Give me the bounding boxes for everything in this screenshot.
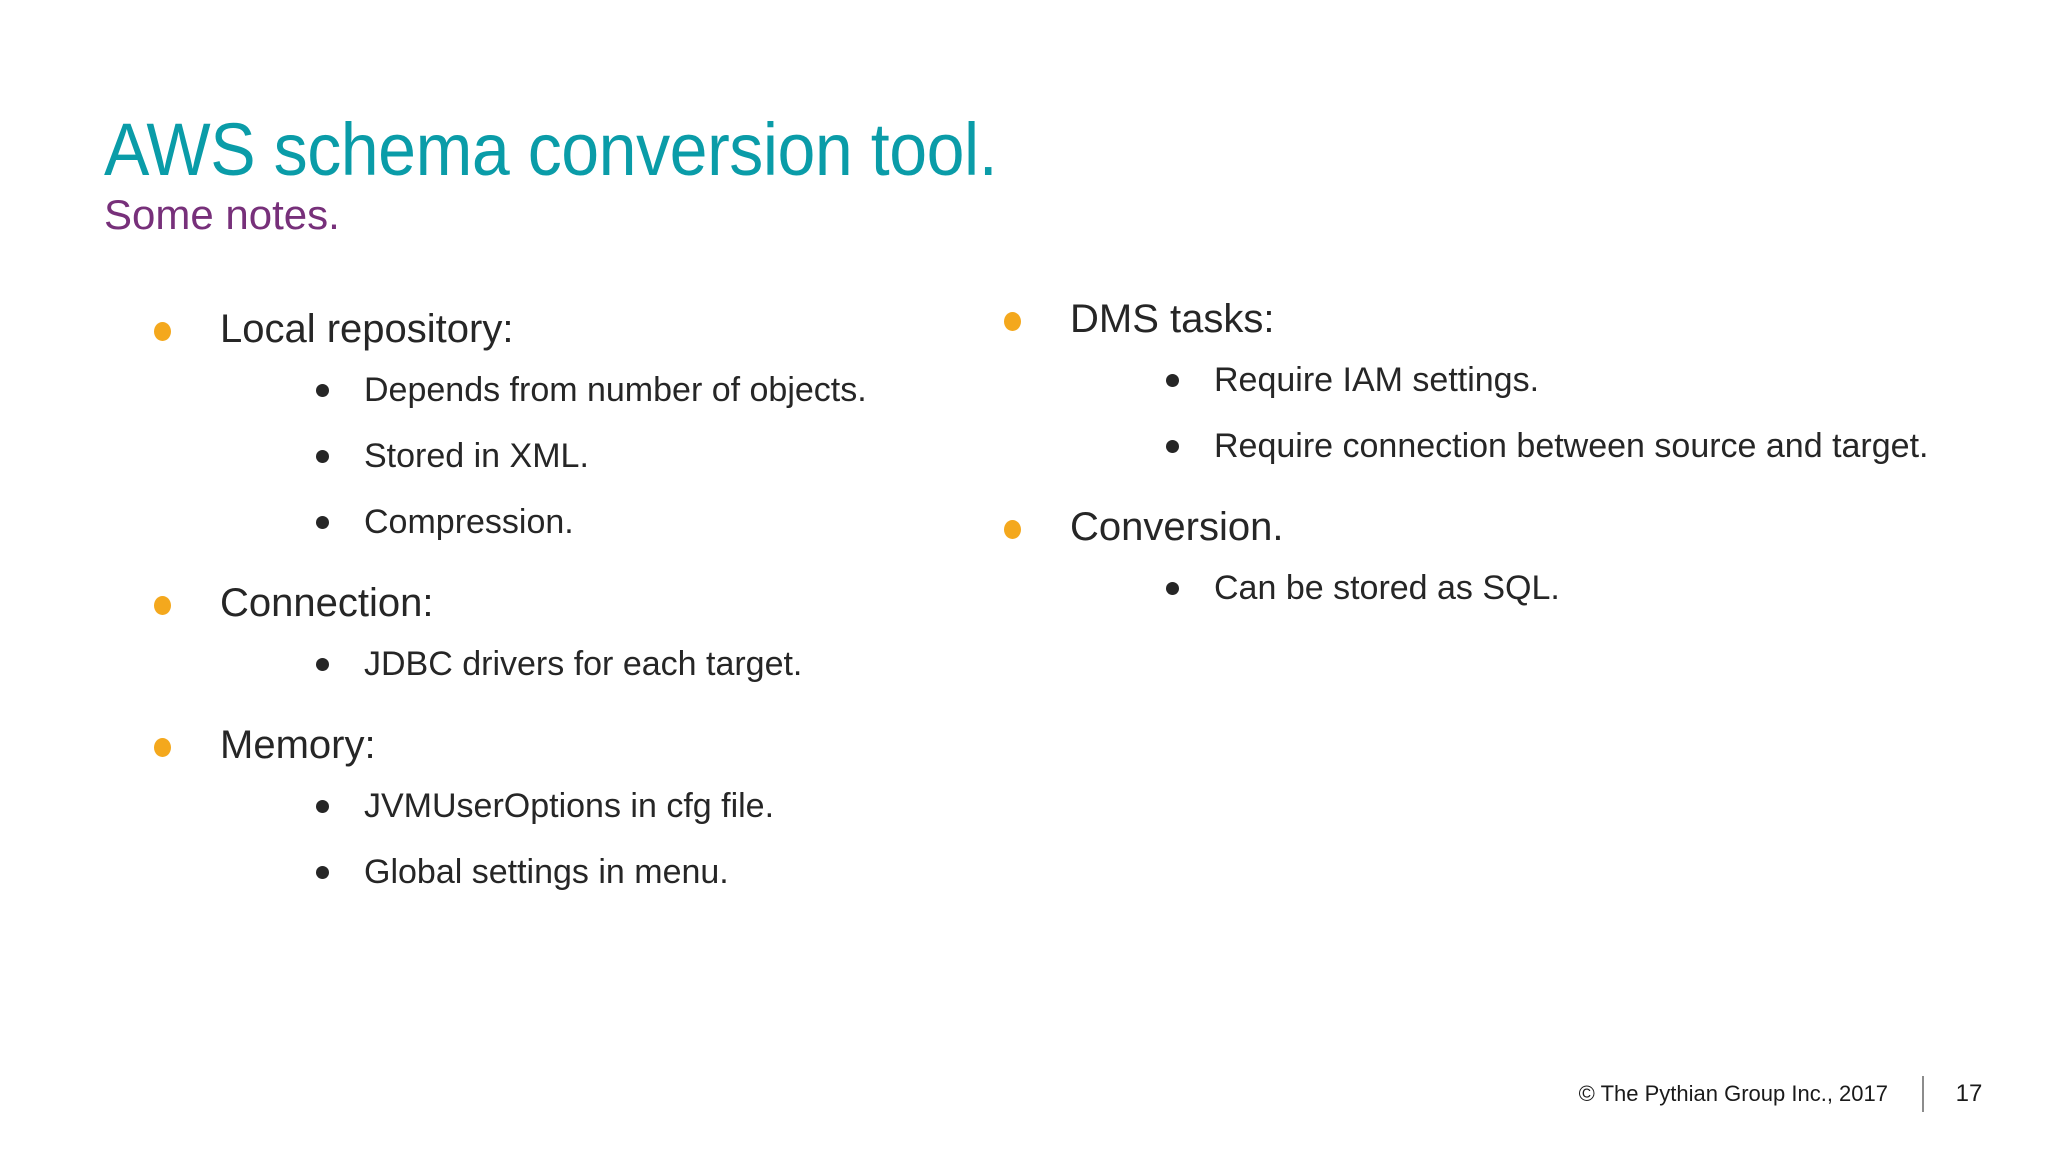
bullet-label: Can be stored as SQL. [1214,569,1560,607]
bullet-dot-icon [154,322,171,341]
bullet-label: Depends from number of objects. [364,371,867,409]
bullet-item-level2: Compression. [316,496,940,548]
bullet-sublist: JVMUserOptions in cfg file. Global settin… [220,780,940,898]
bullet-sublist: Can be stored as SQL. [1070,562,1940,614]
bullet-sublist: JDBC drivers for each target. [220,638,940,690]
bullet-item-level2: Can be stored as SQL. [1166,562,1940,614]
bullet-dot-icon [1004,520,1021,539]
bullet-label: Require IAM settings. [1214,361,1540,399]
bullet-dot-icon [316,866,329,879]
bullet-label: JDBC drivers for each target. [364,645,803,683]
bullet-item-level2: Require IAM settings. [1166,354,1940,406]
copyright-text: © The Pythian Group Inc., 2017 [1578,1081,1888,1106]
bullet-dot-icon [1166,374,1179,387]
bullet-dot-icon [316,450,329,463]
bullet-dot-icon [154,596,171,615]
bullet-item-level1: Local repository: Depends from number of … [140,300,940,548]
bullet-item-level2: JVMUserOptions in cfg file. [316,780,940,832]
bullet-label: Memory: [220,723,376,767]
bullet-item-level2: Depends from number of objects. [316,364,940,416]
bullet-item-level1: Memory: JVMUserOptions in cfg file. Global… [140,716,940,898]
page-number: 17 [1955,1080,1983,1107]
bullet-dot-icon [1166,582,1179,595]
bullet-list-right: DMS tasks: Require IAM settings. Require c… [990,290,1940,614]
bullet-column-left: Local repository: Depends from number of … [0,282,940,914]
bullet-dot-icon [316,384,329,397]
bullet-column-right: DMS tasks: Require IAM settings. Require c… [940,282,1940,630]
bullet-item-level1: DMS tasks: Require IAM settings. Require c… [990,290,1940,472]
bullet-label: Compression. [364,503,574,541]
bullet-dot-icon [316,516,329,529]
bullet-list-left: Local repository: Depends from number of … [140,300,940,898]
bullet-dot-icon [154,738,171,757]
footer-divider [1922,1076,1924,1112]
bullet-item-level1: Connection: JDBC drivers for each target. [140,574,940,690]
bullet-label: JVMUserOptions in cfg file. [364,787,775,825]
bullet-sublist: Require IAM settings. Require connection … [1070,354,1940,472]
bullet-dot-icon [1004,312,1021,331]
bullet-item-level2: Require connection between source and ta… [1166,420,1940,472]
bullet-sublist: Depends from number of objects. Stored in… [220,364,940,548]
bullet-dot-icon [1166,440,1179,453]
bullet-item-level2: Global settings in menu. [316,846,940,898]
bullet-label: Local repository: [220,307,514,351]
bullet-item-level2: Stored in XML. [316,430,940,482]
bullet-label: Conversion. [1070,505,1284,549]
slide-footer: © The Pythian Group Inc., 2017 17 [1579,1072,1984,1116]
bullet-label: Connection: [220,581,434,625]
page-subtitle: Some notes. [104,190,340,238]
bullet-item-level1: Conversion. Can be stored as SQL. [990,498,1940,614]
bullet-label: Require connection between source and ta… [1214,427,1929,465]
bullet-dot-icon [316,800,329,813]
bullet-dot-icon [316,658,329,671]
slide-body: Local repository: Depends from number of … [0,282,2048,1042]
bullet-label: Stored in XML. [364,437,589,475]
bullet-label: DMS tasks: [1070,297,1275,341]
bullet-label: Global settings in menu. [364,853,729,891]
page-title: AWS schema conversion tool. [104,107,998,191]
bullet-item-level2: JDBC drivers for each target. [316,638,940,690]
